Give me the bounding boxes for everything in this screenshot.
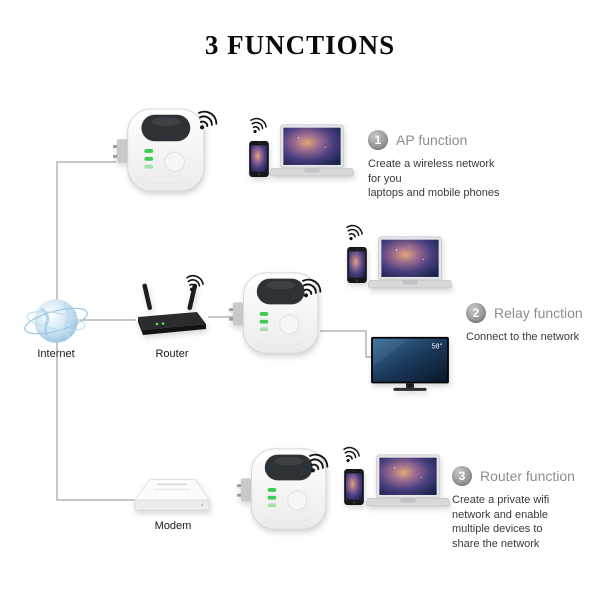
function-1-description: Create a wireless network for you laptop… xyxy=(368,158,500,200)
laptop-bottom xyxy=(366,454,450,512)
page-title: 3 FUNCTIONS xyxy=(204,30,396,60)
tv-size-label: 58" xyxy=(431,341,442,350)
router-label: Router xyxy=(155,348,189,360)
function-1-note: 1 AP function Create a wireless network … xyxy=(368,130,510,201)
function-3-note: 3 Router function Create a private wifi … xyxy=(452,466,584,551)
smartphone-top xyxy=(249,140,269,178)
internet-globe xyxy=(24,299,88,343)
smartphone-middle xyxy=(347,246,367,284)
step-1-number: 1 xyxy=(374,133,382,147)
modem xyxy=(134,479,210,511)
laptop-middle xyxy=(368,236,452,294)
function-3-heading: Router function xyxy=(480,468,575,484)
function-3-description: Create a private wifi network and enable… xyxy=(452,494,550,550)
step-1-badge: 1 xyxy=(368,130,388,150)
function-2-note: 2 Relay function Connect to the network xyxy=(466,303,600,345)
router xyxy=(138,283,206,335)
modem-label: Modem xyxy=(154,520,192,532)
step-2-badge: 2 xyxy=(466,303,486,323)
step-2-number: 2 xyxy=(472,306,480,320)
laptop-top xyxy=(270,124,354,182)
internet-label: Internet xyxy=(37,348,75,360)
smartphone-bottom xyxy=(344,468,364,506)
step-3-badge: 3 xyxy=(452,466,472,486)
step-3-number: 3 xyxy=(458,469,466,483)
function-2-heading: Relay function xyxy=(494,305,583,321)
tv: 58" xyxy=(371,336,449,391)
function-1-heading: AP function xyxy=(396,132,468,148)
function-2-description: Connect to the network xyxy=(466,331,580,343)
